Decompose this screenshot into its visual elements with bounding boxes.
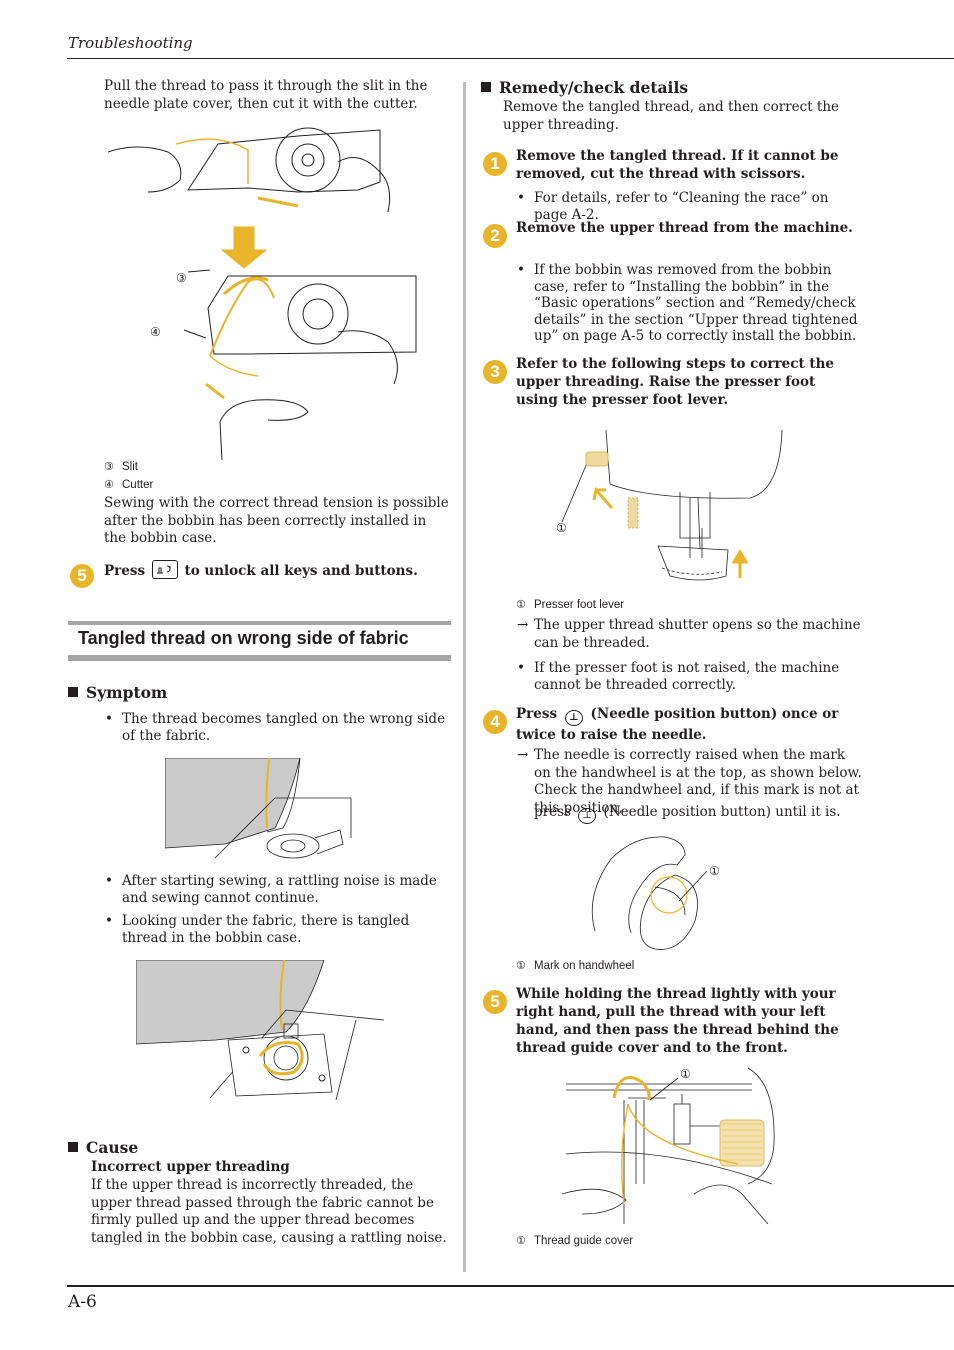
step5-text: While holding the thread lightly with yo… xyxy=(516,986,839,1056)
header-rule xyxy=(67,58,954,59)
column-divider xyxy=(463,82,466,1272)
figure-thread-guide: ① xyxy=(562,1067,775,1224)
running-header: Troubleshooting xyxy=(68,34,193,52)
tension-text: Sewing with the correct thread tension i… xyxy=(104,495,449,546)
figure-presser-foot: ① xyxy=(556,429,783,581)
step-number: 4 xyxy=(483,710,507,734)
fig5-label: ① xyxy=(680,1067,691,1081)
step4-result-cont: press ⊥ (Needle position button) until i… xyxy=(534,804,864,824)
remedy-heading: Remedy/check details xyxy=(481,78,688,97)
symptom-bullet-2: After starting sewing, a rattling noise … xyxy=(105,873,452,906)
footer-rule xyxy=(67,1285,954,1287)
symptom-bullet-1: The thread becomes tangled on the wrong … xyxy=(105,711,452,744)
symptom-bullet-3: Looking under the fabric, there is tangl… xyxy=(105,913,452,946)
needle-position-icon: ⊥ xyxy=(578,808,597,824)
section-rule-bottom xyxy=(68,655,451,661)
symptom-heading: Symptom xyxy=(68,683,167,702)
lock-key-icon xyxy=(151,560,178,579)
step2-text: Remove the upper thread from the machine… xyxy=(516,220,853,236)
cause-text: If the upper thread is incorrectly threa… xyxy=(91,1177,447,1246)
intro-text: Pull the thread to pass it through the s… xyxy=(104,78,428,112)
step-number: 5 xyxy=(70,564,94,588)
step3-bullet: If the presser foot is not raised, the m… xyxy=(517,660,864,693)
step3-result: →The upper thread shutter opens so the m… xyxy=(517,617,861,651)
step-number: 2 xyxy=(483,224,507,248)
fig1-label-cutter: ④ xyxy=(150,325,161,339)
section-title: Tangled thread on wrong side of fabric xyxy=(78,628,409,648)
step-number: 3 xyxy=(483,360,507,384)
step4-result: →The needle is correctly raised when the… xyxy=(517,747,862,816)
step-number: 5 xyxy=(483,990,507,1014)
figure-thread-cut: ③ ④ xyxy=(107,127,417,460)
fig4-label: ① xyxy=(709,864,720,878)
cause-heading: Cause xyxy=(68,1138,138,1157)
fig1-label-slit: ③ xyxy=(176,271,187,285)
cause-subheading: Incorrect upper threading xyxy=(91,1159,290,1175)
figure-handwheel: ① xyxy=(591,836,720,950)
step1-bullet: For details, refer to “Cleaning the race… xyxy=(517,190,864,223)
step2-bullet: If the bobbin was removed from the bobbi… xyxy=(517,262,864,345)
step3-text: Refer to the following steps to correct … xyxy=(516,356,835,408)
figure-fabric-tangle-1 xyxy=(165,758,352,859)
section-rule-top xyxy=(68,621,451,625)
page-number: A-6 xyxy=(68,1292,97,1312)
needle-position-icon: ⊥ xyxy=(564,710,583,726)
remedy-text: Remove the tangled thread, and then corr… xyxy=(503,99,840,133)
fig3-label: ① xyxy=(556,521,567,535)
step1-text: Remove the tangled thread. If it cannot … xyxy=(516,148,839,182)
step-number: 1 xyxy=(483,152,507,176)
figure-fabric-tangle-2 xyxy=(136,960,384,1100)
step4-text: Press ⊥ (Needle position button) once or… xyxy=(516,706,839,743)
left-step5-text: Press to unlock all keys and buttons. xyxy=(104,560,449,580)
